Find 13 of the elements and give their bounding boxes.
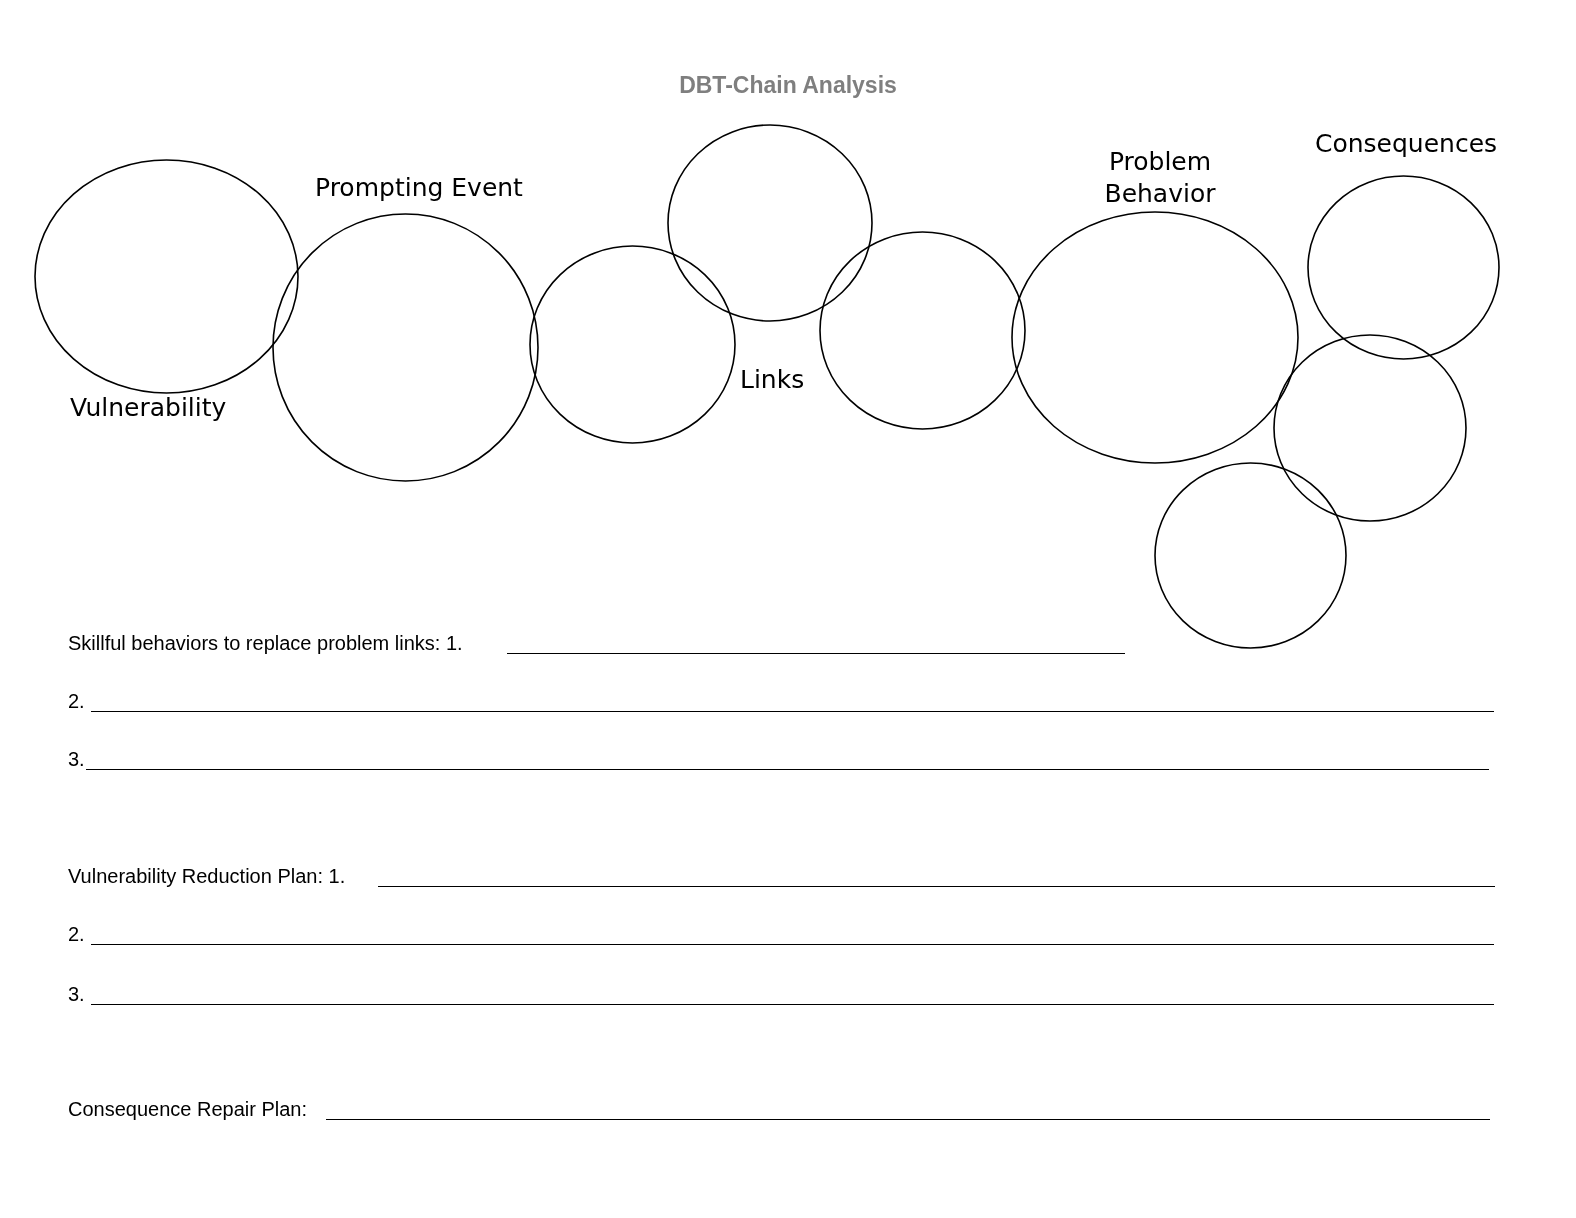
prompt-text: Vulnerability Reduction Plan: 1. (68, 864, 346, 888)
prompt-text: Skillful behaviors to replace problem links: 1. (68, 631, 463, 655)
links-label: Links (740, 364, 805, 396)
circle-heading: Prompting Event (315, 172, 523, 204)
worksheet-title: DBT-Chain Analysis (678, 72, 898, 99)
prompt-text: Consequence Repair Plan: (68, 1097, 308, 1121)
prompt-text: 2. (68, 922, 85, 946)
circle-heading: Vulnerability (70, 392, 227, 424)
prompt-text: 2. (68, 689, 85, 713)
prompt-text: 3. (68, 747, 85, 771)
circle-heading: Problem Behavior (1103, 146, 1217, 210)
prompt-text: 3. (68, 982, 85, 1006)
circle-heading: Consequences (1315, 128, 1498, 160)
